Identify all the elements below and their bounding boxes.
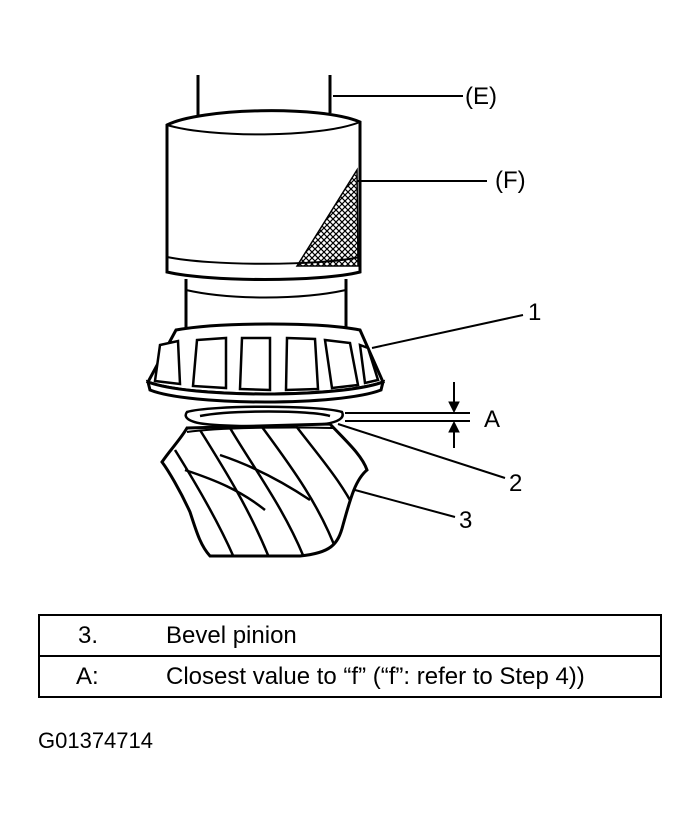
legend-text: Closest value to “f” (“f”: refer to Step… xyxy=(162,655,661,697)
figure-code: G01374714 xyxy=(38,728,153,753)
knurled-grip xyxy=(295,167,359,267)
dimension-a-marker xyxy=(345,382,470,448)
installer-sleeve xyxy=(165,109,362,281)
sleeve-neck xyxy=(184,279,348,328)
legend-row: 3. Bevel pinion xyxy=(39,615,661,656)
callout-2: 2 xyxy=(509,470,522,497)
legend-text: Bevel pinion xyxy=(166,621,297,649)
legend-key: A: xyxy=(39,655,162,697)
bevel-pinion xyxy=(160,422,369,558)
roller-bearing xyxy=(145,322,386,404)
legend-table: 3. Bevel pinion A: Closest value to “f” … xyxy=(38,614,662,698)
legend-key: 3. xyxy=(78,621,99,649)
callout-1: 1 xyxy=(528,299,541,326)
callout-a: A xyxy=(484,406,500,433)
callout-f: (F) xyxy=(495,167,526,194)
tool-shaft xyxy=(196,75,332,117)
callout-e: (E) xyxy=(465,83,497,110)
leader-lines xyxy=(333,95,524,518)
legend-row: A: Closest value to “f” (“f”: refer to S… xyxy=(39,655,661,697)
callout-3: 3 xyxy=(459,507,472,534)
